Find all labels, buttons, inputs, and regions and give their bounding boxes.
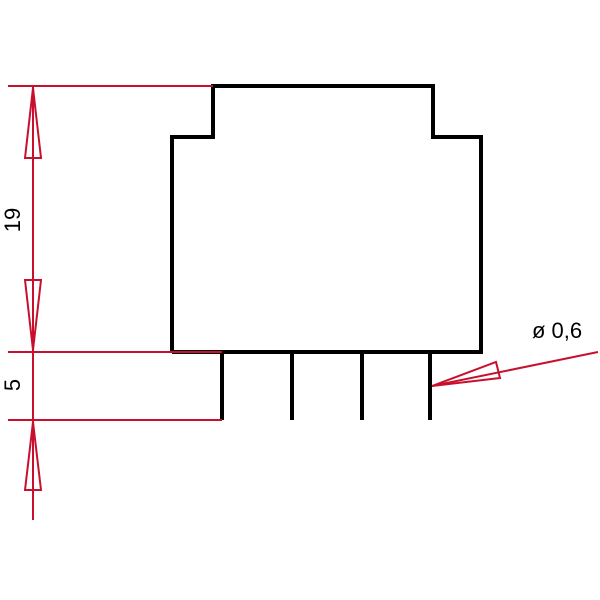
dimension-label-19: 19 bbox=[0, 208, 25, 232]
dimension-label-5: 5 bbox=[0, 379, 25, 391]
dimension-label-diameter: ø 0,6 bbox=[532, 318, 582, 343]
component-body bbox=[170, 84, 483, 354]
arrow-pin-bottom bbox=[23, 421, 43, 491]
leader-line-diameter bbox=[431, 351, 599, 387]
dimensions bbox=[8, 85, 599, 520]
arrow-diameter bbox=[431, 360, 502, 387]
pins bbox=[220, 352, 432, 420]
arrow-body-top bbox=[23, 87, 43, 159]
arrow-body-bottom bbox=[23, 279, 43, 351]
body-outline bbox=[170, 84, 483, 354]
